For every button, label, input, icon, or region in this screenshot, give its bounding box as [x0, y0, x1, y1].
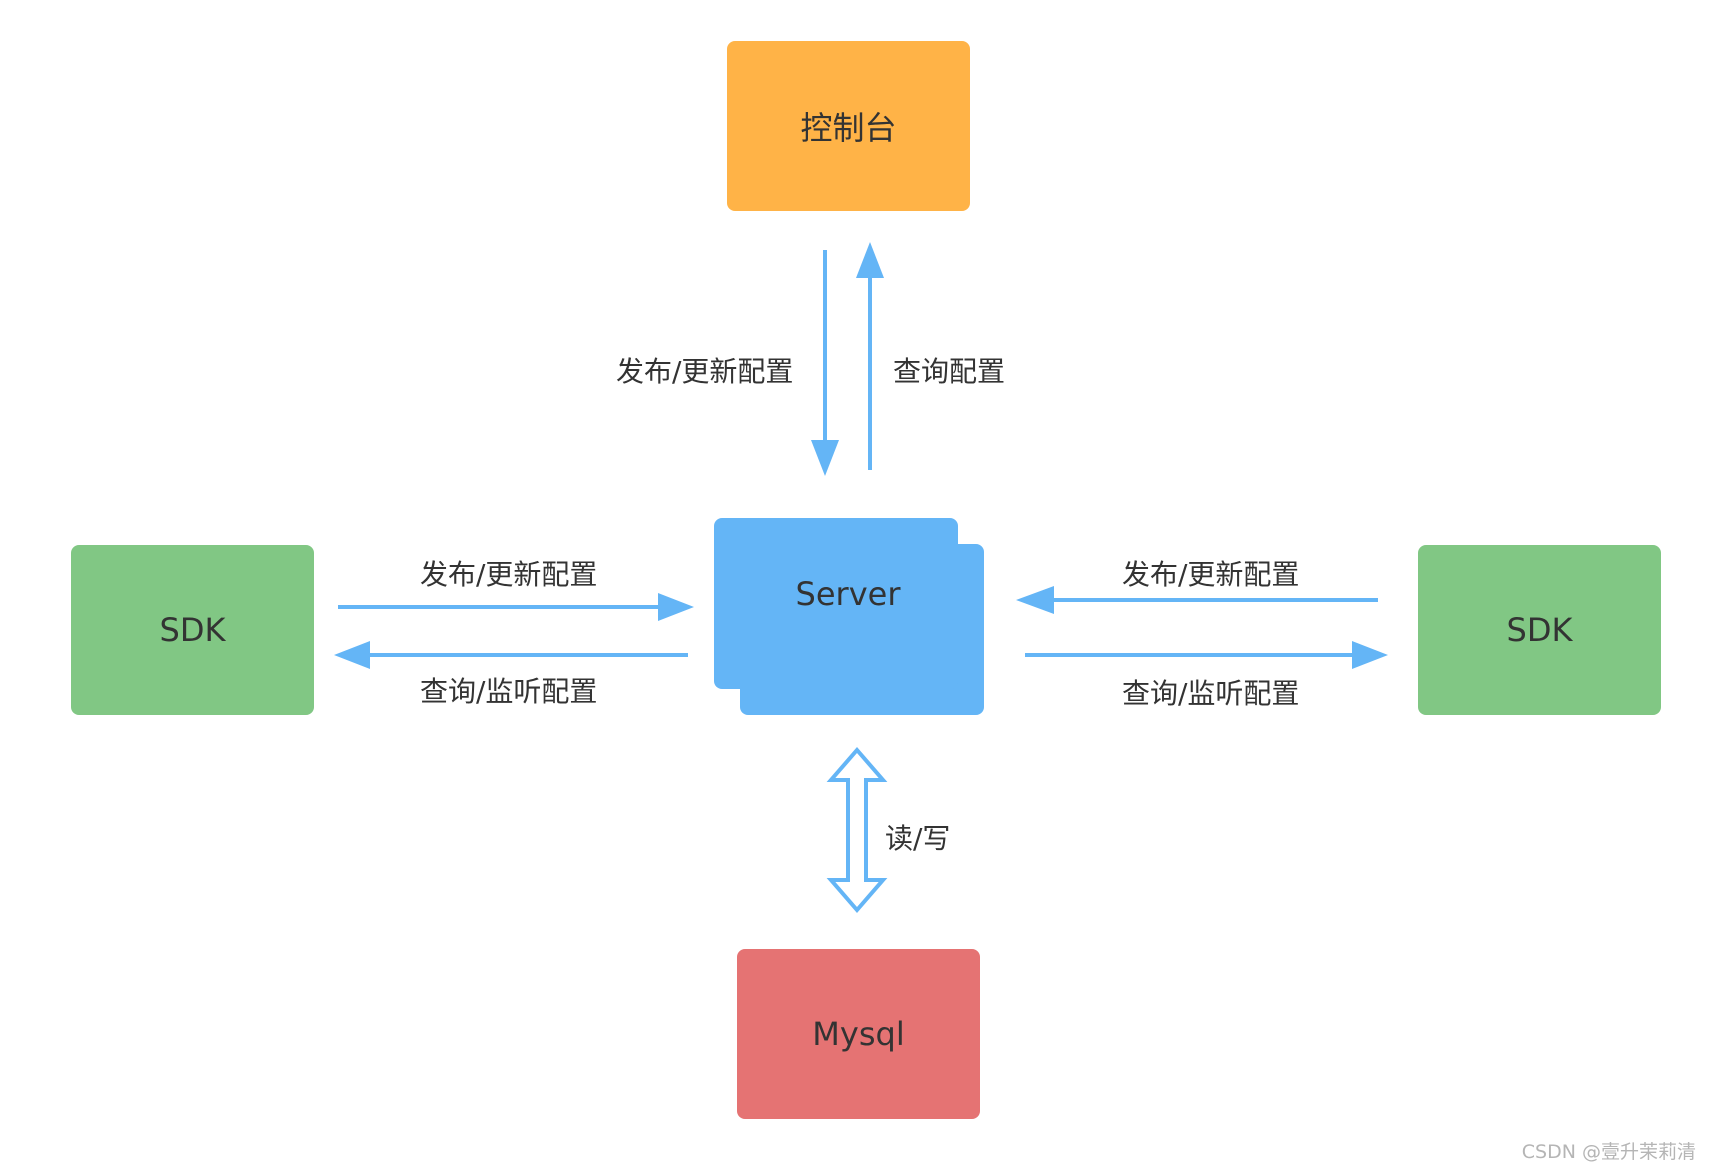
label-right-to-server: 发布/更新配置	[1122, 558, 1300, 591]
label-console-down: 发布/更新配置	[616, 355, 794, 388]
arrow-server-to-left-sdk	[334, 641, 688, 669]
mysql-node: Mysql	[737, 949, 980, 1119]
arrow-right-sdk-to-server	[1016, 586, 1378, 614]
console-label: 控制台	[800, 109, 897, 147]
sdk-right-label: SDK	[1506, 611, 1573, 649]
server-label: Server	[795, 574, 901, 613]
server-front-card: Server	[714, 518, 958, 689]
arrow-server-to-right-sdk	[1025, 641, 1388, 669]
arrow-server-mysql-bidirectional	[826, 746, 888, 914]
sdk-right-node: SDK	[1418, 545, 1661, 715]
label-console-up: 查询配置	[893, 355, 1006, 388]
label-left-to-server: 发布/更新配置	[420, 558, 598, 591]
label-server-to-right: 查询/监听配置	[1122, 677, 1300, 710]
mysql-label: Mysql	[812, 1015, 905, 1053]
server-node: Server	[714, 518, 984, 715]
label-server-to-left: 查询/监听配置	[420, 675, 598, 708]
arrow-console-to-server	[811, 250, 839, 476]
console-node: 控制台	[727, 41, 970, 211]
label-server-mysql: 读/写	[885, 822, 951, 855]
arrow-left-sdk-to-server	[338, 593, 694, 621]
sdk-left-node: SDK	[71, 545, 314, 715]
watermark: CSDN @壹升茉莉清	[1521, 1141, 1696, 1163]
sdk-left-label: SDK	[159, 611, 226, 649]
arrow-server-to-console	[856, 242, 884, 470]
